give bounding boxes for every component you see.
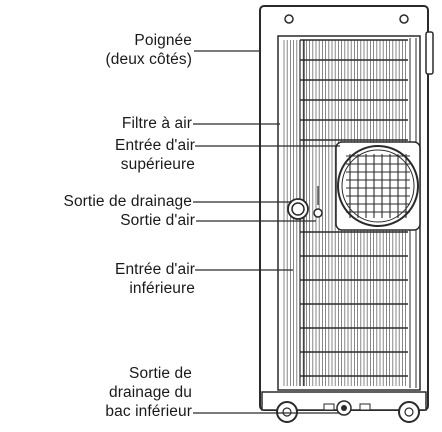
label-bottom-tray-drain: Sortie de drainage du bac inférieur bbox=[105, 365, 192, 420]
handle-right bbox=[425, 31, 434, 75]
label-lower-air-inlet: Entrée d'air inférieure bbox=[115, 261, 195, 297]
label-air-filter: Filtre à air bbox=[121, 115, 192, 132]
right-wheel bbox=[398, 401, 420, 423]
top-right-screw bbox=[399, 14, 409, 24]
upper-inlet-grid bbox=[346, 154, 410, 218]
label-handle-line1: Poignée bbox=[134, 32, 192, 49]
label-handle-line2: (deux côtés) bbox=[105, 51, 192, 68]
label-upper-air-inlet: Entrée d'air supérieure bbox=[115, 137, 195, 173]
label-air-outlet: Sortie d'air bbox=[120, 212, 195, 229]
label-handle: Poignée (deux côtés) bbox=[106, 31, 193, 69]
left-wheel bbox=[276, 401, 298, 423]
label-drain-outlet: Sortie de drainage bbox=[63, 193, 192, 210]
top-left-screw bbox=[284, 14, 294, 24]
air-outlet-port bbox=[313, 208, 323, 218]
drain-outlet-port bbox=[287, 198, 309, 220]
